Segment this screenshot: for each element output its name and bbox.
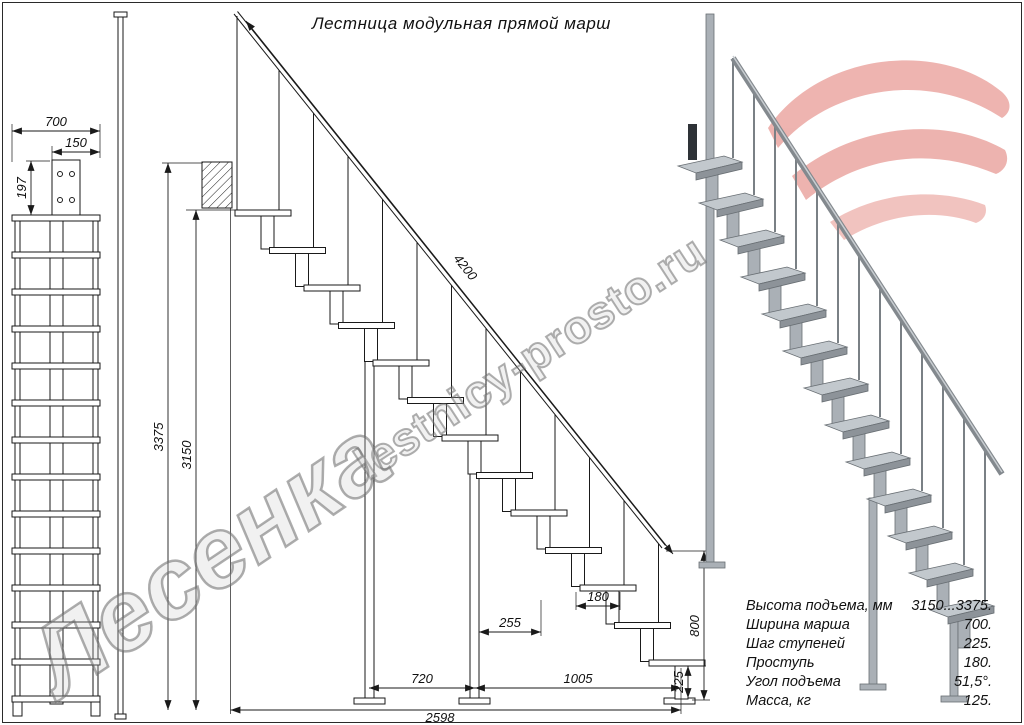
dim-end-height: 800 <box>687 614 702 636</box>
spec-label: Высота подъема, мм <box>746 598 893 614</box>
dim-tread: 180 <box>587 589 609 604</box>
spec-row: Угол подъема 51,5°. <box>746 673 992 692</box>
iso-handrail <box>730 56 1005 476</box>
logo-swoosh <box>768 60 1010 240</box>
spec-value: 125. <box>963 693 992 709</box>
specs-table: Высота подъема, мм 3150...3375. Ширина м… <box>746 597 992 711</box>
spec-value: 180. <box>963 655 992 671</box>
front-view: 700 150 197 <box>11 11 128 720</box>
spec-row: Масса, кг 125. <box>746 692 992 711</box>
spec-value: 225. <box>963 636 992 652</box>
wall-hatch <box>201 161 233 209</box>
dim-total-run: 2598 <box>425 710 456 725</box>
spec-label: Шаг ступеней <box>746 636 846 652</box>
dim-total-height: 3375 <box>151 422 166 452</box>
front-view-treads <box>11 214 101 703</box>
dim-riser: 225 <box>671 670 686 693</box>
spec-value: 700. <box>963 617 992 633</box>
dim-front-width: 700 <box>45 114 67 129</box>
dim-rail-height: 3150 <box>179 440 194 470</box>
spec-row: Ширина марша 700. <box>746 616 992 635</box>
spec-label: Угол подъема <box>746 674 841 690</box>
spec-value: 3150...3375. <box>911 598 992 614</box>
drawing-title: Лестница модульная прямой марш <box>312 14 611 33</box>
spec-value: 51,5°. <box>953 674 992 690</box>
iso-main-post <box>705 13 715 565</box>
iso-wall-bracket <box>688 124 697 160</box>
iso-view <box>676 13 1010 703</box>
side-view: 3375 3150 4200 720 1005 2598 255 <box>151 11 710 725</box>
spec-label: Проступь <box>746 655 815 671</box>
spec-row: Шаг ступеней 225. <box>746 635 992 654</box>
dim-front-step: 150 <box>65 135 87 150</box>
iso-steps <box>676 58 996 649</box>
dim-front-bracket: 197 <box>14 176 29 198</box>
dim-stringer-length: 4200 <box>451 251 481 284</box>
spec-row: Проступь 180. <box>746 654 992 673</box>
dim-bottom-span: 1005 <box>564 671 594 686</box>
dim-post-spacing: 720 <box>411 671 433 686</box>
spec-label: Ширина марша <box>746 617 850 633</box>
spec-label: Масса, кг <box>746 693 811 709</box>
spec-row: Высота подъема, мм 3150...3375. <box>746 597 992 616</box>
dim-overlap: 255 <box>498 615 521 630</box>
